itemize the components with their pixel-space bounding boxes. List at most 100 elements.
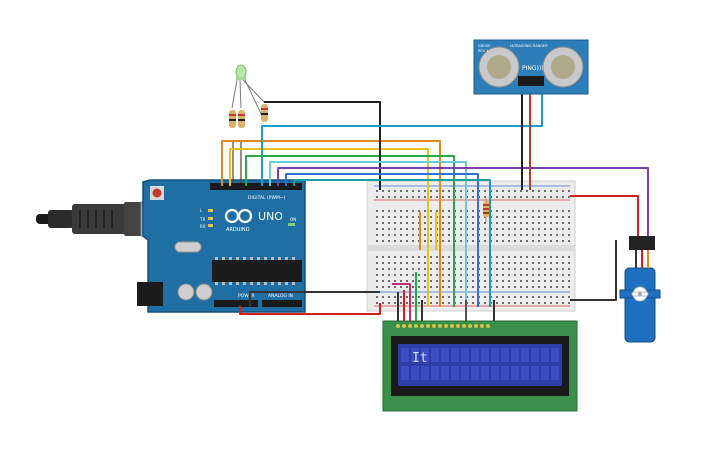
breadboard-hole: [508, 222, 510, 224]
breadboard-hole: [430, 196, 432, 198]
breadboard-hole: [460, 280, 462, 282]
lcd-cell: [431, 348, 439, 362]
breadboard-hole: [484, 196, 486, 198]
breadboard-hole: [424, 302, 426, 304]
breadboard-hole: [514, 190, 516, 192]
breadboard-hole: [376, 190, 378, 192]
breadboard-hole: [472, 256, 474, 258]
breadboard-hole: [448, 268, 450, 270]
lcd-pin: [474, 324, 478, 328]
breadboard-hole: [508, 286, 510, 288]
breadboard-hole: [388, 222, 390, 224]
breadboard-hole: [568, 286, 570, 288]
breadboard-hole: [508, 234, 510, 236]
breadboard-hole: [508, 280, 510, 282]
breadboard-hole: [568, 280, 570, 282]
breadboard-hole: [406, 286, 408, 288]
breadboard-hole: [424, 274, 426, 276]
sensor-title-label: ULTRASONIC RANGER: [510, 44, 548, 48]
breadboard-hole: [418, 256, 420, 258]
breadboard-hole: [436, 274, 438, 276]
lcd-pin: [432, 324, 436, 328]
lcd-cell: [511, 366, 519, 380]
breadboard-hole: [508, 302, 510, 304]
breadboard-hole: [514, 216, 516, 218]
breadboard-hole: [376, 286, 378, 288]
breadboard-hole: [394, 228, 396, 230]
breadboard-hole: [412, 274, 414, 276]
breadboard-hole: [388, 274, 390, 276]
lcd-pin: [468, 324, 472, 328]
breadboard-hole: [448, 228, 450, 230]
breadboard-hole: [376, 234, 378, 236]
breadboard-hole: [406, 216, 408, 218]
breadboard-hole: [568, 234, 570, 236]
breadboard-hole: [514, 268, 516, 270]
breadboard-hole: [424, 296, 426, 298]
breadboard-hole: [562, 268, 564, 270]
breadboard-hole: [484, 234, 486, 236]
breadboard-hole: [484, 268, 486, 270]
breadboard-hole: [412, 280, 414, 282]
breadboard-hole: [562, 240, 564, 242]
breadboard-hole: [562, 190, 564, 192]
breadboard-hole: [562, 286, 564, 288]
breadboard-hole: [382, 240, 384, 242]
breadboard-hole: [376, 274, 378, 276]
servo-motor: [619, 236, 661, 343]
breadboard-hole: [418, 296, 420, 298]
lcd-cell: [421, 348, 429, 362]
breadboard-hole: [544, 228, 546, 230]
breadboard-hole: [532, 196, 534, 198]
rx-label: RX: [200, 224, 206, 229]
breadboard-hole: [406, 296, 408, 298]
breadboard-hole: [460, 262, 462, 264]
breadboard-hole: [502, 210, 504, 212]
analog-header-label: ANALOG IN: [268, 293, 293, 299]
lcd-cell: [441, 348, 449, 362]
breadboard-hole: [568, 262, 570, 264]
breadboard-hole: [430, 190, 432, 192]
breadboard-hole: [400, 296, 402, 298]
breadboard-hole: [382, 222, 384, 224]
breadboard-hole: [556, 234, 558, 236]
breadboard-hole: [460, 296, 462, 298]
lcd-cell: [541, 366, 549, 380]
breadboard-hole: [514, 302, 516, 304]
breadboard-hole: [562, 262, 564, 264]
breadboard-hole: [562, 296, 564, 298]
breadboard-hole: [394, 216, 396, 218]
breadboard-hole: [418, 286, 420, 288]
breadboard-hole: [520, 240, 522, 242]
board-brand-label: ARDUINO: [226, 227, 250, 233]
breadboard-hole: [382, 196, 384, 198]
breadboard-hole: [448, 256, 450, 258]
breadboard-hole: [538, 222, 540, 224]
breadboard-hole: [394, 286, 396, 288]
breadboard-hole: [406, 234, 408, 236]
sensor-name-label: PING))): [522, 65, 544, 72]
breadboard-hole: [388, 302, 390, 304]
lcd-pin: [480, 324, 484, 328]
breadboard-hole: [550, 222, 552, 224]
breadboard-hole: [472, 296, 474, 298]
breadboard-hole: [496, 196, 498, 198]
breadboard-hole: [382, 228, 384, 230]
breadboard-hole: [544, 210, 546, 212]
power-header-label: POWER: [238, 293, 255, 299]
breadboard-hole: [406, 262, 408, 264]
breadboard-hole: [538, 228, 540, 230]
breadboard-hole: [496, 190, 498, 192]
breadboard-hole: [532, 274, 534, 276]
breadboard-hole: [496, 216, 498, 218]
breadboard-hole: [514, 280, 516, 282]
breadboard-hole: [436, 210, 438, 212]
lcd-cell: [501, 348, 509, 362]
lcd-pin: [444, 324, 448, 328]
lcd-cell: [481, 366, 489, 380]
lcd-cell: [511, 348, 519, 362]
breadboard-hole: [568, 196, 570, 198]
breadboard-hole: [424, 210, 426, 212]
breadboard-hole: [532, 262, 534, 264]
breadboard-hole: [472, 190, 474, 192]
